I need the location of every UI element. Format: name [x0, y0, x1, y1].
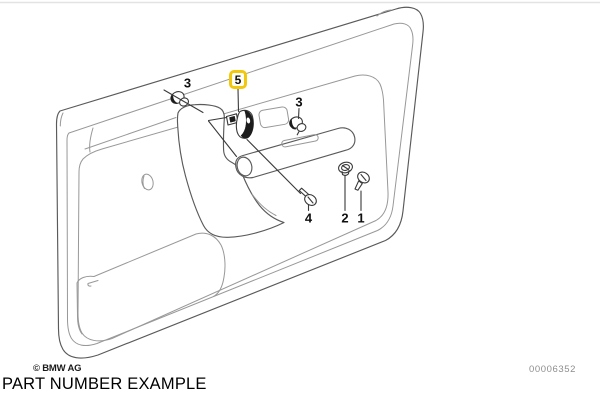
lock-rod-hole-inner	[142, 175, 145, 189]
door-panel-outline	[55, 6, 424, 359]
screw-part-4	[298, 187, 317, 206]
leader-knob-arrow-a	[207, 116, 228, 122]
armrest-recess-slot	[281, 134, 319, 148]
callout-4[interactable]: 4	[304, 210, 313, 225]
clip-fastener-right	[289, 116, 307, 136]
inset-corner-crease	[89, 127, 94, 153]
pocket-outline	[76, 232, 226, 297]
clip-right-stub	[296, 130, 300, 136]
knob-tab-notch	[229, 115, 236, 123]
armrest-end-cap	[236, 156, 253, 177]
callout-2[interactable]: 2	[341, 210, 349, 225]
bmw-copyright-text: © BMW AG	[33, 363, 82, 374]
page-caption: PART NUMBER EXAMPLE	[2, 375, 207, 393]
pull-handle-inner-curve	[251, 193, 277, 216]
screw-part-1	[354, 171, 370, 191]
inset-outline	[77, 74, 389, 342]
lock-knob-part-5	[225, 109, 254, 139]
armrest	[235, 127, 356, 179]
door-opener-recess	[258, 106, 290, 129]
door-pocket	[76, 232, 226, 335]
screw-1-shank	[354, 180, 363, 191]
diagram-number: 00006352	[529, 364, 577, 375]
door-pull-handle	[176, 103, 285, 238]
screw-4-slot	[307, 196, 314, 204]
panel-corner-detail-right	[376, 9, 392, 17]
leader-knob-to-screw-4	[246, 138, 302, 195]
inset-panel	[77, 74, 389, 342]
leader-3-left	[163, 89, 204, 114]
clip-right-shading	[289, 118, 297, 130]
armrest-outline	[235, 127, 356, 179]
callout-3-left[interactable]: 3	[183, 75, 192, 91]
clip-right-cap	[296, 123, 307, 132]
leader-5	[237, 88, 240, 113]
screw-1-slot	[360, 173, 367, 182]
panel-corner-detail-left	[59, 112, 64, 127]
clip-left-shading	[170, 92, 179, 104]
callout-1[interactable]: 1	[357, 210, 365, 225]
knob-highlight	[246, 117, 251, 124]
callout-3-right[interactable]: 3	[295, 94, 303, 109]
opener-recess-rect	[258, 106, 290, 129]
pocket-left-edge	[76, 282, 83, 335]
pull-handle-outline	[176, 103, 285, 238]
crease-path	[66, 22, 414, 347]
leader-3-right	[297, 107, 300, 120]
trim-divider-line	[84, 117, 177, 150]
screw-2-shank	[341, 169, 350, 176]
knob-body-shading	[240, 110, 254, 139]
panel-outer-edge	[55, 6, 424, 359]
screw-part-2	[338, 161, 353, 176]
screw-2-slot	[341, 164, 350, 171]
callout-5[interactable]: 5	[229, 70, 247, 89]
pocket-clip-tick	[87, 280, 99, 287]
leader-knob-arrow-b	[207, 120, 238, 158]
leader-lines	[163, 88, 362, 212]
screw-2-head-inner	[341, 163, 350, 172]
lock-rod-hole	[141, 173, 154, 191]
panel-inner-crease	[66, 22, 414, 347]
